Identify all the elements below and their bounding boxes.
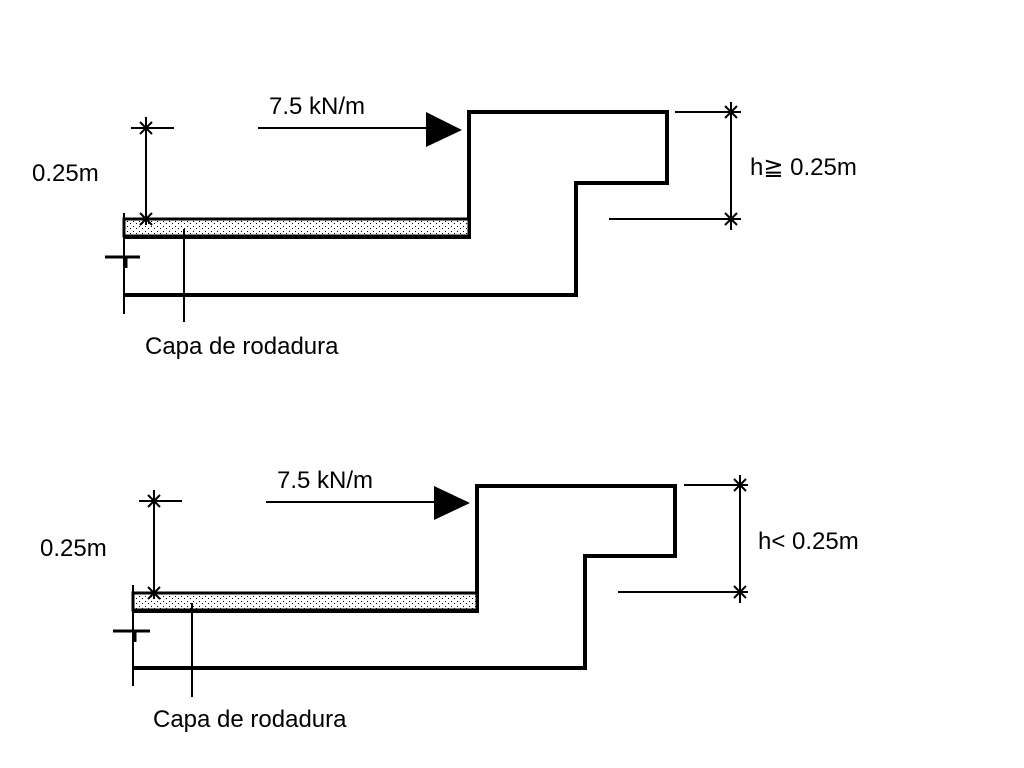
tick-mark	[733, 585, 747, 599]
height-label: 0.25m	[32, 160, 99, 187]
pavement-label: Capa de rodadura	[145, 333, 339, 360]
diagram-1: 7.5 kN/m 0.25m h≧ 0.25m Capa de rodadura	[32, 93, 857, 360]
cut-symbol	[105, 255, 140, 268]
tick-mark	[147, 494, 161, 508]
load-arrow	[266, 486, 470, 520]
tick-mark	[139, 121, 153, 135]
curb-outline	[124, 110, 669, 297]
height-dimension-left	[139, 490, 182, 600]
tick-mark	[139, 212, 153, 226]
pavement-label: Capa de rodadura	[153, 706, 347, 733]
tick-mark	[733, 478, 747, 492]
tick-mark	[724, 212, 738, 226]
curb-section	[113, 484, 677, 686]
curb-height-label: h< 0.25m	[758, 528, 859, 555]
height-label: 0.25m	[40, 535, 107, 562]
curb-height-dimension	[618, 475, 748, 603]
cut-symbol	[113, 629, 150, 642]
load-label: 7.5 kN/m	[269, 93, 365, 120]
tick-mark	[724, 105, 738, 119]
load-arrow-head	[426, 112, 462, 147]
pavement-layer	[131, 591, 479, 612]
load-label: 7.5 kN/m	[277, 467, 373, 494]
load-arrow-head	[434, 486, 470, 520]
curb-height-dimension	[609, 102, 741, 230]
height-dimension-left	[131, 117, 174, 226]
curb-height-label: h≧ 0.25m	[750, 154, 857, 181]
curb-section	[105, 110, 669, 314]
load-arrow	[258, 112, 462, 147]
curb-outline	[133, 484, 677, 670]
diagram-2: 7.5 kN/m 0.25m h< 0.25m Capa de rodadura	[40, 467, 859, 733]
pavement-layer	[122, 217, 471, 238]
tick-mark	[147, 586, 161, 600]
